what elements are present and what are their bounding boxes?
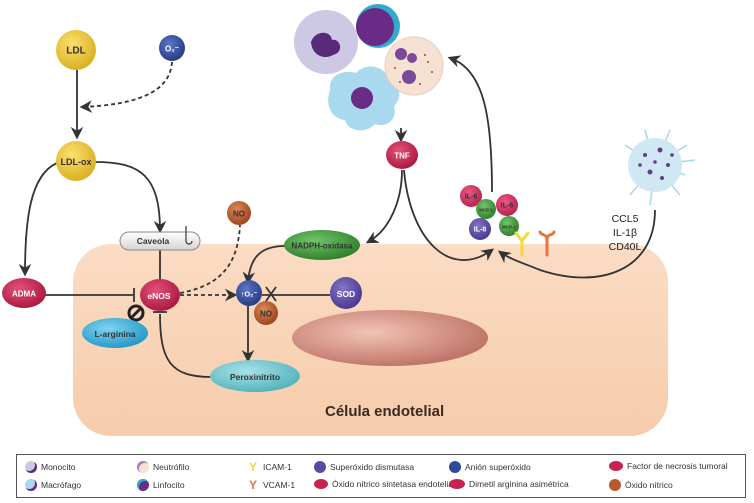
adma-icon	[449, 479, 465, 489]
enos-node: eNOS	[140, 279, 180, 311]
nadph-oxidasa-node: NADPH-oxidasa	[284, 230, 360, 260]
svg-text:IL-6: IL-6	[501, 203, 514, 210]
block-icon	[127, 304, 145, 322]
legend-item: Superóxido dismutasa	[314, 461, 414, 473]
svg-text:TNF: TNF	[394, 152, 410, 161]
sod-node: SOD	[330, 277, 362, 309]
mcp1-node-b: MCP-1	[499, 216, 519, 236]
svg-text:L-arginina: L-arginina	[94, 329, 135, 339]
connectors	[18, 55, 656, 378]
l-arginina-node: L-arginina	[82, 318, 148, 348]
macrophage-cell	[328, 66, 400, 131]
ldl-node: LDL	[56, 30, 96, 70]
legend-item: Óxido nítrico	[609, 479, 673, 491]
svg-text:NADPH-oxidasa: NADPH-oxidasa	[292, 242, 353, 251]
legend-item: Óxido nítrico sintetasa endotelial	[314, 479, 455, 489]
tnf-icon	[609, 461, 623, 471]
icam-1-receptor	[514, 231, 530, 257]
neutrophil-cell	[384, 36, 444, 96]
platelet-factor: CCL5	[612, 213, 639, 225]
nucleus	[292, 310, 488, 366]
legend-item: Factor de necrosis tumoral	[609, 461, 728, 471]
svg-text:Caveola: Caveola	[137, 236, 170, 246]
svg-text:eNOS: eNOS	[147, 291, 170, 301]
il6-node-b: IL-6	[496, 194, 518, 216]
svg-text:↑O₂⁻: ↑O₂⁻	[241, 290, 258, 299]
il6-node-a: IL-6	[460, 185, 482, 207]
vcam-1-receptor	[538, 230, 556, 257]
svg-text:MCP-1: MCP-1	[502, 225, 516, 230]
svg-text:SOD: SOD	[337, 289, 355, 299]
svg-text:NO: NO	[233, 210, 245, 219]
svg-text:NO: NO	[260, 310, 272, 319]
legend-item: Neutrófilo	[137, 461, 189, 473]
legend-item: Linfocito	[137, 479, 185, 491]
monocyte-icon	[25, 461, 37, 473]
platelet-cell	[624, 129, 696, 206]
svg-text:LDL-ox: LDL-ox	[61, 157, 92, 167]
icam-icon: Y	[248, 460, 257, 474]
legend-item: Macrófago	[25, 479, 81, 491]
svg-text:LDL: LDL	[66, 46, 85, 57]
lymphocyte-icon	[137, 479, 149, 491]
svg-text:O₂⁻: O₂⁻	[165, 45, 179, 54]
peroxinitrito-node: Peroxinitrito	[210, 360, 300, 392]
lymphocyte-cell	[356, 4, 400, 48]
il8-node: IL-8	[469, 218, 491, 240]
svg-text:IL-8: IL-8	[474, 227, 487, 234]
sod-icon	[314, 461, 326, 473]
legend-item: Anión superóxido	[449, 461, 531, 473]
superoxide-icon	[449, 461, 461, 473]
svg-text:ADMA: ADMA	[12, 290, 36, 299]
nitric-oxide-icon	[609, 479, 621, 491]
vcam-icon: Y	[248, 478, 257, 492]
mcp1-node-a: MCP-1	[476, 199, 496, 219]
svg-text:MCP-1: MCP-1	[479, 208, 493, 213]
platelet-factor: IL-1β	[613, 227, 637, 239]
legend-item: Dimetil arginina asimétrica	[449, 479, 569, 489]
nitric-oxide-node-top: NO	[227, 201, 251, 225]
superoxide-increase-node: ↑O₂⁻	[236, 280, 262, 306]
svg-text:Peroxinitrito: Peroxinitrito	[230, 372, 280, 382]
monocyte-cell	[294, 10, 358, 74]
macrophage-icon	[25, 479, 37, 491]
legend-item: Monocito	[25, 461, 76, 473]
ldl-ox-node: LDL-ox	[56, 141, 96, 181]
svg-text:IL-6: IL-6	[465, 194, 478, 201]
superoxide-node: O₂⁻	[159, 35, 185, 61]
caveola-node: Caveola	[119, 226, 201, 251]
enos-icon	[314, 479, 328, 489]
cell-title: Célula endotelial	[325, 403, 444, 420]
platelet-factor: CD40L	[609, 241, 642, 253]
adma-node: ADMA	[2, 278, 46, 308]
neutrophil-icon	[137, 461, 149, 473]
nitric-oxide-node-mid: NO	[254, 301, 278, 325]
tnf-node: TNF	[386, 141, 418, 169]
